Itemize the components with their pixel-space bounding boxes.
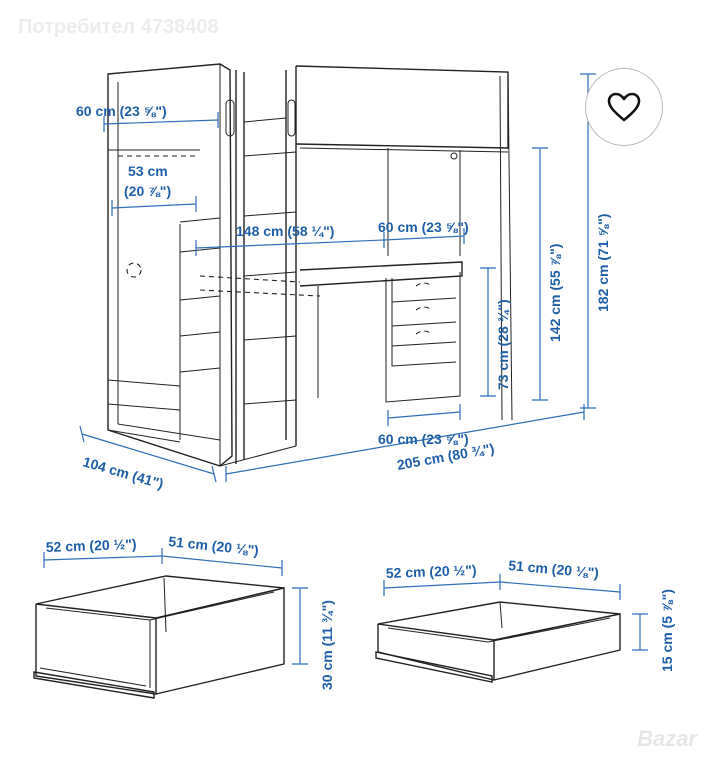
dim-depth: 104 cm (41") <box>81 454 165 492</box>
drawer-large-width-left: 52 cm (20 ½") <box>46 536 137 555</box>
dim-desk-height: 73 cm (28 ¾") <box>495 299 511 390</box>
drawer-large-width-right: 51 cm (20 ⅛") <box>168 533 260 558</box>
heart-icon <box>607 92 641 122</box>
bed-dimension-lines <box>79 73 596 483</box>
dim-desk-depth-bottom: 60 cm (23 ⅝") <box>378 431 469 447</box>
dim-desk-width: 60 cm (23 ⅝") <box>378 219 469 235</box>
dim-desk-span: 148 cm (58 ¼") <box>236 223 334 239</box>
dim-width-top: 60 cm (23 ⅝") <box>76 103 167 119</box>
dim-total-height: 182 cm (71 ⅝") <box>595 214 611 312</box>
dim-clearance-height: 142 cm (55 ⅞") <box>547 244 563 342</box>
small-drawer-drawing <box>375 601 621 683</box>
favorite-button[interactable] <box>586 69 662 145</box>
watermark: Потребител 4738408 <box>18 16 219 38</box>
drawer-small-width-left: 52 cm (20 ½") <box>386 562 477 581</box>
brand-logo: Bazar <box>637 726 697 751</box>
drawer-large-height: 30 cm (11 ¾") <box>319 600 335 690</box>
small-drawer-dimension-lines <box>383 574 648 651</box>
loft-bed-drawing <box>107 63 513 467</box>
large-drawer-drawing <box>33 575 285 699</box>
drawer-small-width-right: 51 cm (20 ⅛") <box>508 557 600 581</box>
drawer-small-height: 15 cm (5 ⅞") <box>659 589 675 672</box>
dim-inner-width: 53 cm <box>128 163 168 179</box>
dim-inner-width-in: (20 ⅞") <box>124 183 171 199</box>
large-drawer-dimension-lines <box>43 548 308 665</box>
